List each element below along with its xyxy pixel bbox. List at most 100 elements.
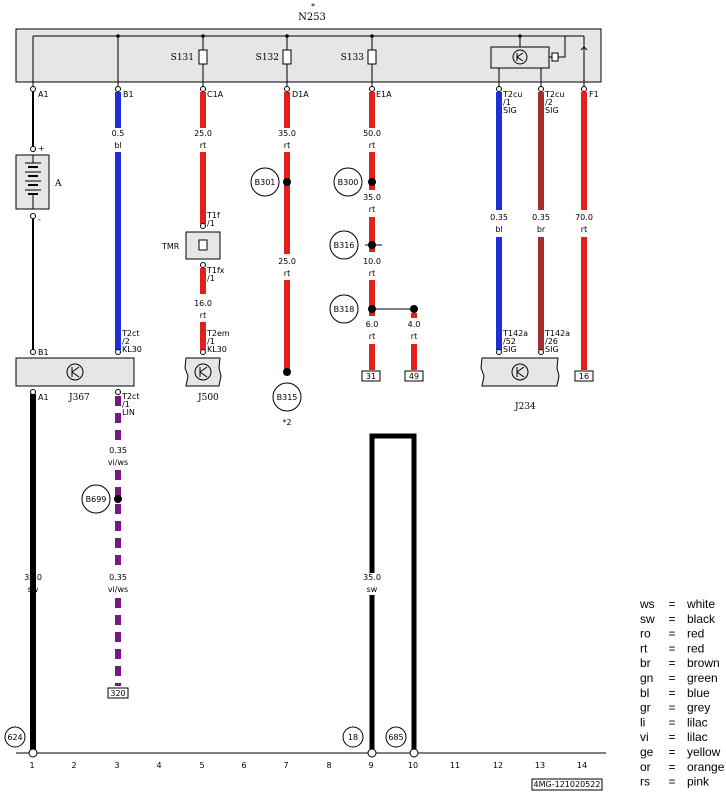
- svg-text:2: 2: [71, 761, 76, 770]
- svg-text:35.0: 35.0: [363, 193, 381, 202]
- pin-label: /2: [545, 98, 553, 107]
- svg-text:rt: rt: [200, 141, 206, 150]
- fuse-s133: [367, 49, 377, 65]
- ref-box: [107, 687, 129, 699]
- legend-name: grey: [687, 701, 710, 715]
- legend-name: black: [687, 612, 716, 626]
- ref-circle: [4, 726, 26, 748]
- svg-text:SIG: SIG: [545, 345, 559, 354]
- svg-text:-: -: [38, 215, 41, 224]
- legend-name: white: [686, 597, 715, 611]
- svg-text:16.0: 16.0: [194, 299, 212, 308]
- svg-text:bl: bl: [495, 225, 502, 234]
- legend-eq: =: [668, 627, 675, 641]
- legend-name: lilac: [687, 730, 708, 744]
- svg-text:rt: rt: [369, 269, 375, 278]
- svg-text:sw: sw: [28, 585, 39, 594]
- legend-name: yellow: [687, 745, 721, 759]
- svg-text:624: 624: [7, 733, 22, 742]
- legend-code: li: [640, 715, 645, 729]
- svg-text:35.0: 35.0: [24, 573, 42, 582]
- legend-code: or: [640, 760, 651, 774]
- svg-text:16: 16: [579, 372, 589, 381]
- pin-label: T2cu: [544, 90, 564, 99]
- legend-code: gr: [640, 701, 651, 715]
- splice-b301: [250, 167, 280, 197]
- svg-text:rt: rt: [200, 311, 206, 320]
- svg-text:11: 11: [450, 761, 460, 770]
- pin-label: A1: [38, 90, 49, 99]
- ref-box: [404, 370, 424, 382]
- svg-text:LIN: LIN: [122, 408, 135, 417]
- legend-eq: =: [668, 745, 675, 759]
- legend-eq: =: [668, 686, 675, 700]
- legend-code: ws: [639, 597, 655, 611]
- svg-text:70.0: 70.0: [575, 213, 593, 222]
- svg-text:25.0: 25.0: [194, 129, 212, 138]
- legend-eq: =: [668, 715, 675, 729]
- fuse-label: S133: [341, 53, 365, 63]
- legend-eq: =: [668, 701, 675, 715]
- ref-box: [574, 370, 594, 382]
- svg-text:B301: B301: [255, 178, 276, 187]
- legend-name: blue: [687, 686, 710, 700]
- svg-text:9: 9: [368, 761, 373, 770]
- transistor-icon: [194, 363, 212, 381]
- splice-b318: [329, 294, 359, 324]
- svg-text:vi/ws: vi/ws: [108, 585, 128, 594]
- pin-label: SIG: [545, 106, 559, 115]
- j234-label: J234: [514, 402, 536, 412]
- svg-text:T2ct: T2ct: [121, 329, 140, 338]
- legend-eq: =: [668, 775, 675, 789]
- svg-text:T142a: T142a: [502, 329, 528, 338]
- svg-text:13: 13: [535, 761, 545, 770]
- fuse-s131: [198, 49, 208, 65]
- legend-name: red: [687, 641, 704, 655]
- svg-text:T1fx: T1fx: [206, 266, 225, 275]
- title-mark: *: [311, 2, 315, 11]
- svg-text:vi/ws: vi/ws: [108, 458, 128, 467]
- svg-text:35.0: 35.0: [278, 129, 296, 138]
- svg-text:4.0: 4.0: [408, 320, 421, 329]
- svg-text:rt: rt: [411, 332, 417, 341]
- legend-eq: =: [668, 760, 675, 774]
- svg-text:rt: rt: [369, 205, 375, 214]
- svg-text:0.5: 0.5: [112, 129, 125, 138]
- svg-text:B300: B300: [338, 178, 359, 187]
- pin-label: E1A: [376, 90, 392, 99]
- svg-text:4: 4: [156, 761, 161, 770]
- svg-text:sw: sw: [367, 585, 378, 594]
- legend-eq: =: [668, 612, 675, 626]
- svg-text:T2ct: T2ct: [121, 392, 140, 401]
- splice-b300: [333, 167, 363, 197]
- pin-label: B1: [123, 90, 134, 99]
- fuse-label: S132: [256, 53, 279, 63]
- legend-name: green: [687, 671, 718, 685]
- legend-name: pink: [687, 775, 710, 789]
- svg-text:T2em: T2em: [206, 329, 230, 338]
- svg-text:6: 6: [241, 761, 246, 770]
- svg-text:B316: B316: [334, 241, 355, 250]
- svg-text:B315: B315: [277, 393, 298, 402]
- legend-code: rt: [640, 641, 648, 655]
- svg-text:/2: /2: [122, 337, 130, 346]
- column-ruler: 1 2 3 4 5 6 7 8 9 10 11 12 13 14: [29, 761, 587, 770]
- legend-code: gn: [640, 671, 653, 685]
- pin-label: C1A: [207, 90, 224, 99]
- legend-name: orange: [687, 760, 725, 774]
- legend-name: red: [687, 627, 704, 641]
- svg-text:rt: rt: [284, 141, 290, 150]
- transistor-icon: [66, 363, 84, 381]
- svg-text:/1: /1: [207, 274, 215, 283]
- svg-text:1: 1: [29, 761, 34, 770]
- tmr-label: TMR: [161, 242, 180, 251]
- svg-text:12: 12: [493, 761, 503, 770]
- j367-label: J367: [68, 393, 90, 403]
- legend-code: rs: [640, 775, 650, 789]
- svg-text:320: 320: [110, 689, 125, 698]
- legend-name: brown: [687, 656, 720, 670]
- legend-eq: =: [668, 656, 675, 670]
- legend-code: bl: [640, 686, 649, 700]
- battery-icon: [25, 155, 41, 209]
